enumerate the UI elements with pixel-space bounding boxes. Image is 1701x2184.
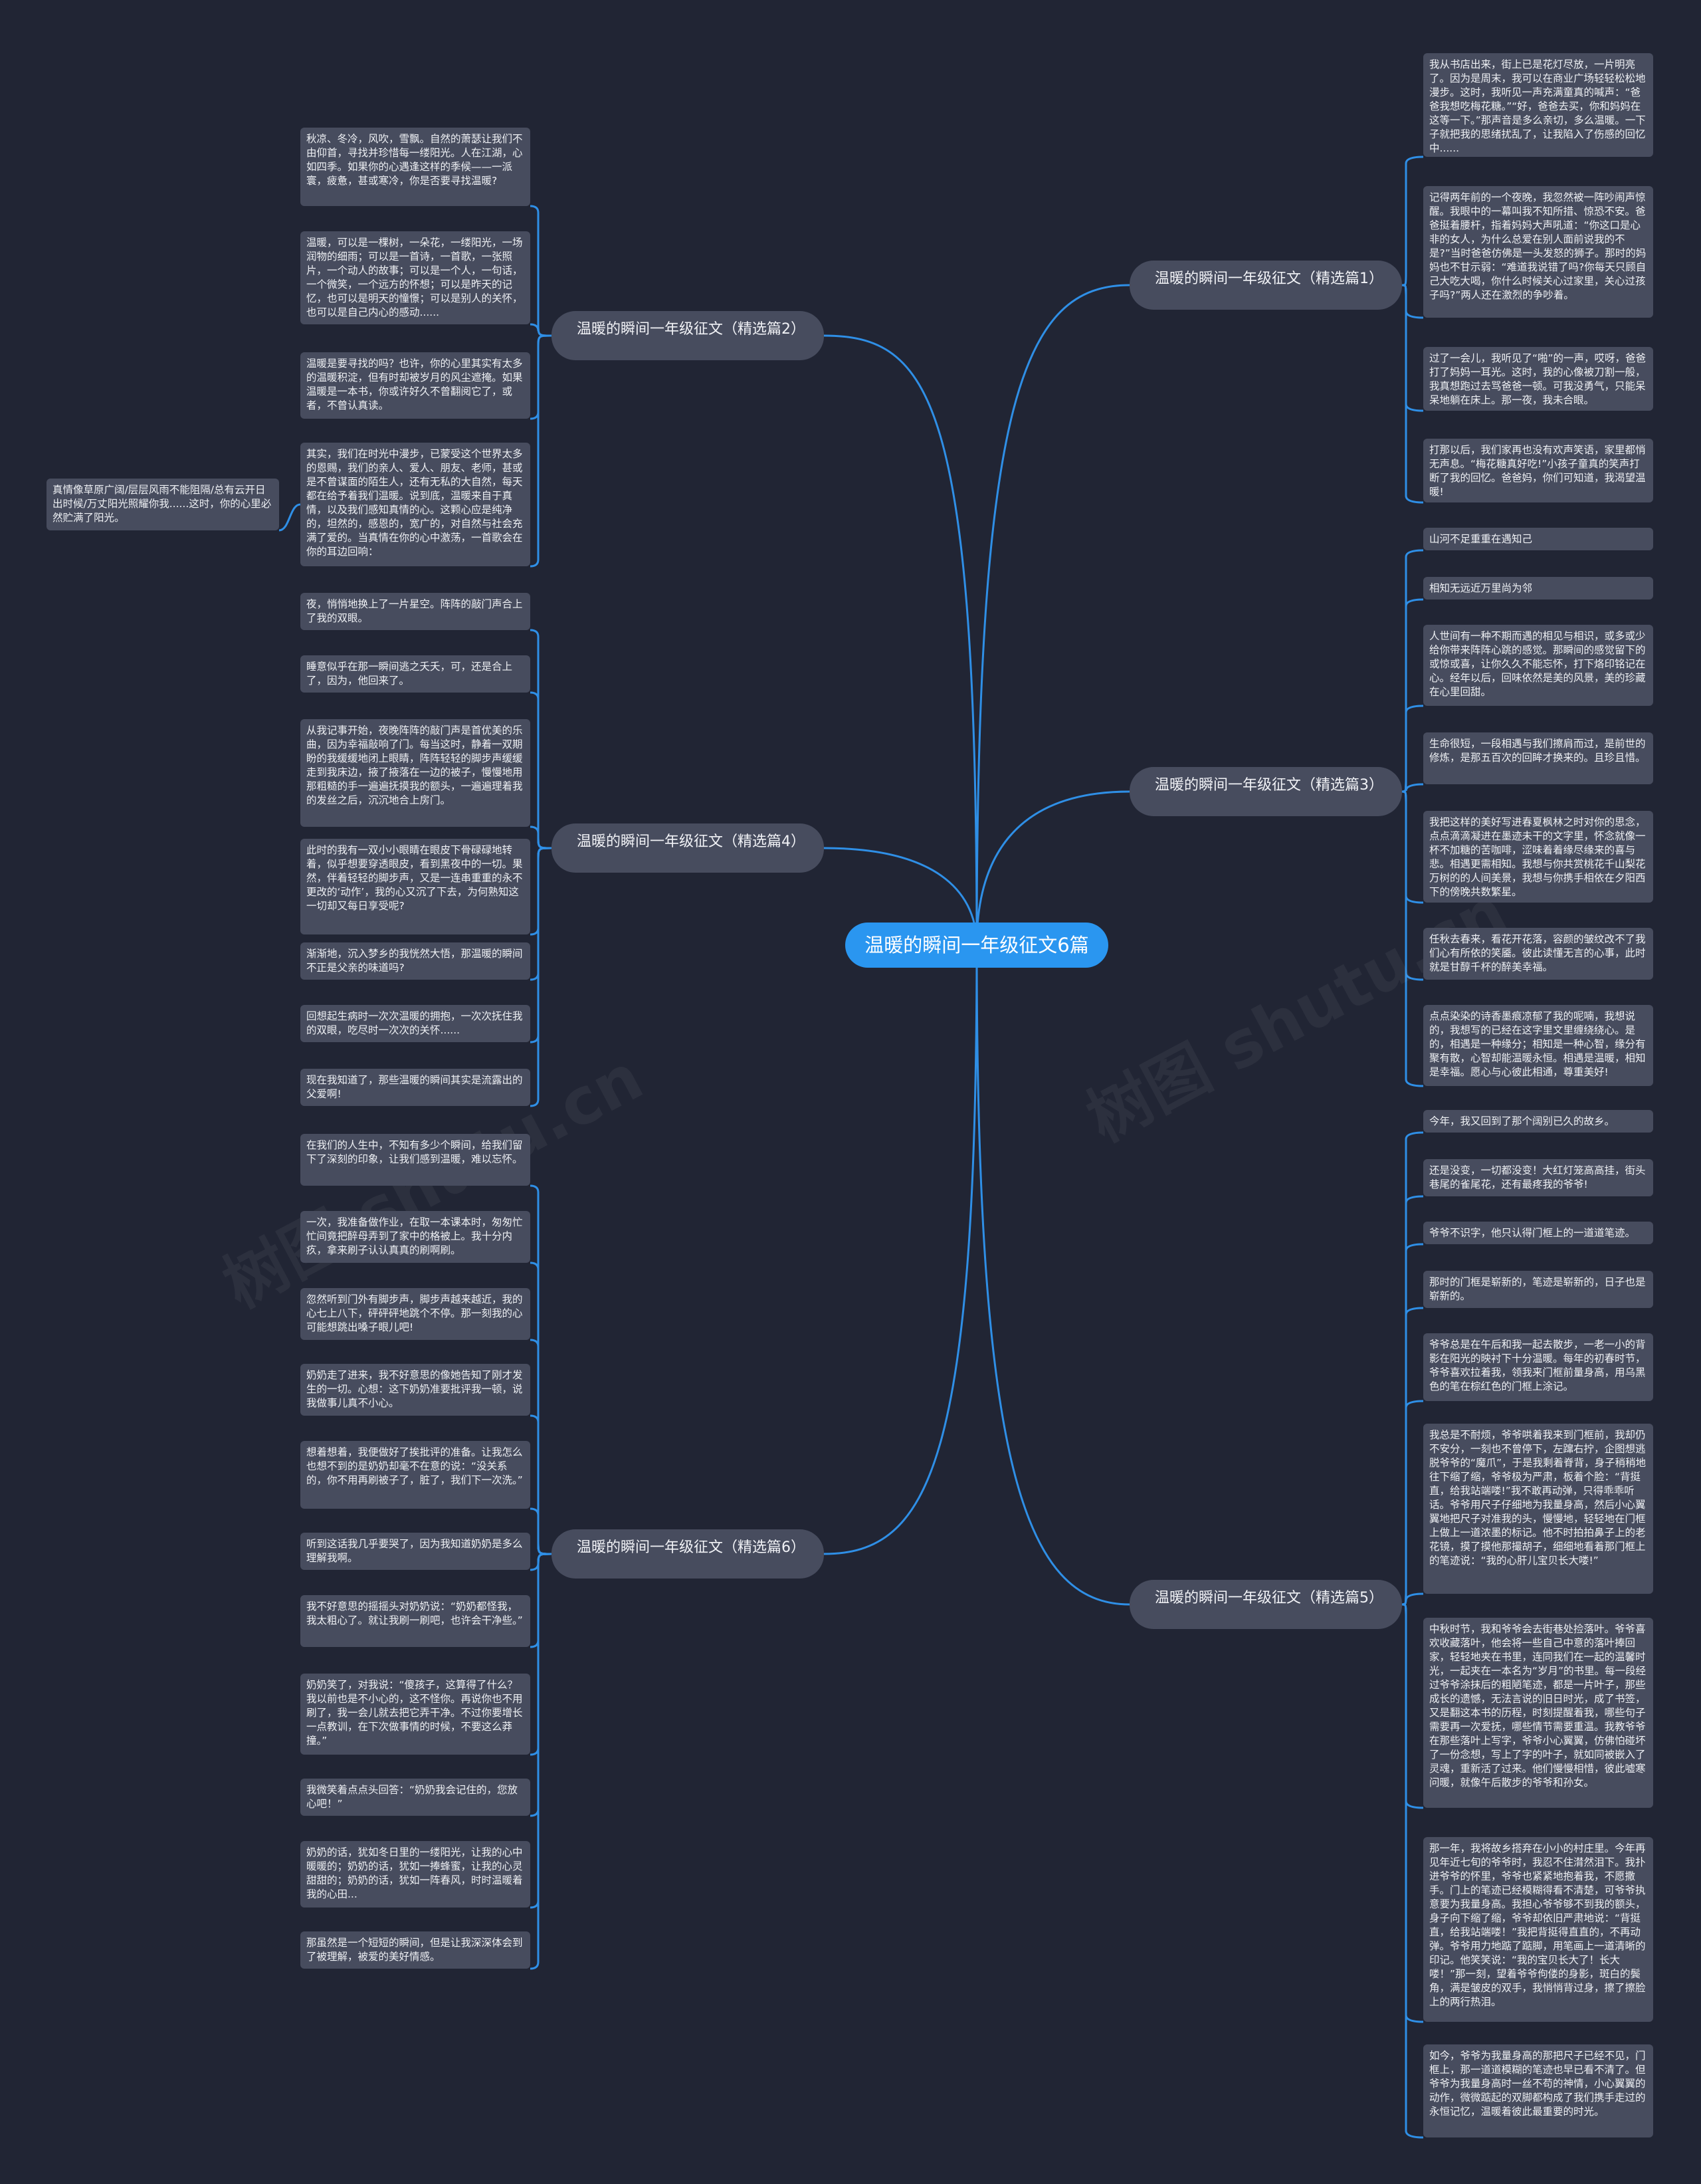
leaf-note[interactable]: 相知无远近万里尚为邻 (1423, 577, 1653, 600)
leaf-note[interactable]: 那一年，我将故乡搭弃在小小的村庄里。今年再见年近七旬的爷爷时，我忍不住潸然泪下。… (1423, 1837, 1653, 2022)
leaf-note[interactable]: 渐渐地，沉入梦乡的我恍然大悟，那温暖的瞬间不正是父亲的味道吗? (300, 942, 530, 980)
leaf-note[interactable]: 此时的我有一双小小眼睛在眼皮下骨碌碌地转着，似乎想要穿透眼皮，看到黑夜中的一切。… (300, 839, 530, 934)
leaf-note[interactable]: 听到这话我几乎要哭了，因为我知道奶奶是多么理解我啊。 (300, 1533, 530, 1570)
leaf-note[interactable]: 任秋去春来，看花开花落，容颜的皱纹改不了我们心有所依的笑靥。彼此读懂无言的心事，… (1423, 928, 1653, 980)
branch-topic-1[interactable]: 温暖的瞬间一年级征文（精选篇1） (1130, 261, 1402, 310)
leaf-note[interactable]: 爷爷不识字，他只认得门框上的一道道笔迹。 (1423, 1222, 1653, 1244)
leaf-note[interactable]: 奶奶走了进来，我不好意思的像她告知了刚才发生的一切。心想：这下奶奶准要批评我一顿… (300, 1364, 530, 1416)
edge-branch6-leaf (530, 1553, 552, 1648)
leaf-note[interactable]: 山河不足重重在遇知己 (1423, 528, 1653, 550)
edge-branch2-leaf (530, 334, 552, 568)
edge-branch6-leaf (530, 1339, 552, 1555)
edge-branch4-leaf (530, 629, 552, 849)
leaf-note[interactable]: 中秋时节，我和爷爷会去街巷处捡落叶。爷爷喜欢收藏落叶，他会将一些自己中意的落叶捧… (1423, 1618, 1653, 1808)
edge-branch6-leaf (530, 1507, 552, 1555)
edge-branch4-leaf (530, 825, 552, 849)
leaf-note[interactable]: 我微笑着点点头回答：“奶奶我会记住的，您放心吧！” (300, 1779, 530, 1816)
leaf-note[interactable]: 夜，悄悄地换上了一片星空。阵阵的敲门声合上了我的双眼。 (300, 593, 530, 630)
edge-branch2-extra (278, 503, 301, 532)
edge-branch4-leaf (530, 691, 552, 849)
root-topic[interactable]: 温暖的瞬间一年级征文6篇 (845, 923, 1108, 968)
leaf-note[interactable]: 今年，我又回到了那个阔别已久的故乡。 (1423, 1110, 1653, 1133)
leaf-note[interactable]: 温暖，可以是一棵树，一朵花，一缕阳光，一场润物的细雨；可以是一首诗，一首歌，一张… (300, 231, 530, 324)
branch-topic-3[interactable]: 温暖的瞬间一年级征文（精选篇3） (1130, 767, 1402, 816)
edge-branch6-leaf (530, 1261, 552, 1555)
leaf-note[interactable]: 如今，爷爷为我量身高的那把尺子已经不见，门框上，那一道道模糊的笔迹也早已看不清了… (1423, 2044, 1653, 2137)
edge-branch2-leaf (530, 205, 552, 337)
leaf-note[interactable]: 从我记事开始，夜晚阵阵的敲门声是首优美的乐曲，因为幸福敲响了门。每当这时，静着一… (300, 719, 530, 827)
edge-branch6-leaf (530, 1553, 552, 1909)
leaf-note[interactable]: 还是没变，一切都没变！大红灯笼高高挂，街头巷尾的雀尾花，还有最疼我的爷爷! (1423, 1159, 1653, 1196)
edge-branch2-leaf (530, 323, 552, 337)
leaf-note[interactable]: 其实，我们在时光中漫步，已蒙受这个世界太多的恩赐，我们的亲人、爱人、朋友、老师，… (300, 443, 530, 566)
leaf-note[interactable]: 过了一会儿，我听见了“啪”的一声，哎呀，爸爸打了妈妈一耳光。这时，我的心像被刀割… (1423, 347, 1653, 411)
leaf-note[interactable]: 秋凉、冬冷，风吹，雪飘。自然的萧瑟让我们不由仰首，寻找并珍惜每一缕阳光。人在江湖… (300, 128, 530, 206)
edge-root-b5 (975, 944, 1130, 1606)
edge-branch1-leaf (1401, 156, 1424, 286)
leaf-note[interactable]: 忽然听到门外有脚步声，脚步声越来越近，我的心七上八下，砰砰砰地跳个不停。那一刻我… (300, 1288, 530, 1340)
leaf-note[interactable]: 那虽然是一个短短的瞬间，但是让我深深体会到了被理解，被爱的美好情感。 (300, 1931, 530, 1969)
edge-branch5-leaf (1401, 1400, 1424, 1606)
edge-root-b3 (975, 790, 1130, 946)
leaf-note[interactable]: 奶奶的话，犹如冬日里的一缕阳光，让我的心中暖暖的；奶奶的话，犹如一捧蜂蜜，让我的… (300, 1841, 530, 1908)
branch-topic-6[interactable]: 温暖的瞬间一年级征文（精选篇6） (551, 1529, 824, 1579)
branch-topic-4[interactable]: 温暖的瞬间一年级征文（精选篇4） (551, 823, 824, 873)
leaf-note[interactable]: 打那以后，我们家再也没有欢声笑语，家里都悄无声息。“梅花糖真好吃!”小孩子童真的… (1423, 439, 1653, 502)
leaf-note[interactable]: 奶奶笑了，对我说：“傻孩子，这算得了什么？我以前也是不小心的，这不怪你。再说你也… (300, 1674, 530, 1755)
edge-branch4-leaf (530, 847, 552, 981)
edge-branch6-leaf (530, 1553, 552, 1970)
leaf-note[interactable]: 生命很短，一段相遇与我们擦肩而过，是前世的修炼，是那五百次的回眸才换来的。且珍且… (1423, 732, 1653, 784)
edge-branch5-leaf (1401, 1603, 1424, 2139)
leaf-note-extra[interactable]: 真情像草原广阔/层层风雨不能阻隔/总有云开日出时候/万丈阳光照耀你我......… (47, 479, 279, 530)
edge-branch5-leaf (1401, 1592, 1424, 1606)
edge-branch2-leaf (530, 334, 552, 420)
leaf-note[interactable]: 爷爷总是在午后和我一起去散步，一老一小的背影在阳光的映衬下十分温暖。每年的初春时… (1423, 1333, 1653, 1401)
leaf-note[interactable]: 我不好意思的摇摇头对奶奶说：“奶奶都怪我，我太粗心了。就让我刷一刷吧，也许会干净… (300, 1595, 530, 1647)
edge-branch3-leaf (1401, 705, 1424, 793)
leaf-note[interactable]: 在我们的人生中，不知有多少个瞬间，给我们留下了深刻的印象，让我们感到温暖，难以忘… (300, 1134, 530, 1186)
leaf-note[interactable]: 我总是不耐烦，爷爷哄着我来到门框前，我却仍不安分，一刻也不曾停下，左蹿右拧，企图… (1423, 1424, 1653, 1594)
edge-root-b2 (823, 334, 978, 946)
edge-branch4-leaf (530, 847, 552, 936)
leaf-note[interactable]: 那时的门框是崭新的，笔迹是崭新的，日子也是崭新的。 (1423, 1271, 1653, 1308)
leaf-note[interactable]: 记得两年前的一个夜晚，我忽然被一阵吵闹声惊醒。我眼中的一幕叫我不知所措、惊恐不安… (1423, 186, 1653, 318)
edge-branch6-leaf (530, 1553, 552, 1571)
leaf-note[interactable]: 我把这样的美好写进春夏枫林之时对你的思念，点点滴滴凝进在墨迹未干的文字里，怀念就… (1423, 811, 1653, 903)
edge-root-b1 (975, 284, 1130, 946)
leaf-note[interactable]: 一次，我准备做作业，在取一本课本时，匆匆忙忙间竟把醉母弄到了家中的格被上。我十分… (300, 1211, 530, 1263)
leaf-note[interactable]: 我从书店出来，街上已是花灯尽放，一片明亮了。因为是周末，我可以在商业广场轻轻松松… (1423, 53, 1653, 157)
leaf-note[interactable]: 回想起生病时一次次温暖的拥抱，一次次抚住我的双眼，吃尽时一次次的关怀...... (300, 1005, 530, 1042)
edge-branch6-leaf (530, 1184, 552, 1555)
edge-root-b6 (823, 944, 978, 1555)
leaf-note[interactable]: 现在我知道了，那些温暖的瞬间其实是流露出的父爱啊! (300, 1069, 530, 1106)
leaf-note[interactable]: 睡意似乎在那一瞬间逃之夭夭，可，还是合上了，因为，他回来了。 (300, 655, 530, 693)
edge-branch1-leaf (1401, 284, 1424, 504)
leaf-note[interactable]: 想着想着，我便做好了挨批评的准备。让我怎么也想不到的是奶奶却毫不在意的说：“没关… (300, 1441, 530, 1509)
edge-branch6-leaf (530, 1553, 552, 1817)
edge-branch4-leaf (530, 847, 552, 1107)
branch-topic-2[interactable]: 温暖的瞬间一年级征文（精选篇2） (551, 311, 824, 360)
leaf-note[interactable]: 点点染染的诗香墨痕凉郁了我的呢喃，我想说的，我想写的已经在这字里文里缠绕绕心。是… (1423, 1005, 1653, 1086)
leaf-note[interactable]: 人世间有一种不期而遇的相见与相识，或多或少给你带来阵阵心跳的感觉。那瞬间的感觉留… (1423, 625, 1653, 706)
edge-branch6-leaf (530, 1414, 552, 1555)
edge-branch3-leaf (1401, 790, 1424, 1087)
branch-topic-5[interactable]: 温暖的瞬间一年级征文（精选篇5） (1130, 1580, 1402, 1629)
leaf-note[interactable]: 温暖是要寻找的吗？也许，你的心里其实有太多的温暖积淀，但有时却被岁月的风尘遮掩。… (300, 352, 530, 419)
edge-branch6-leaf (530, 1553, 552, 1756)
edge-branch3-leaf (1401, 779, 1424, 793)
edge-branch4-leaf (530, 847, 552, 1043)
